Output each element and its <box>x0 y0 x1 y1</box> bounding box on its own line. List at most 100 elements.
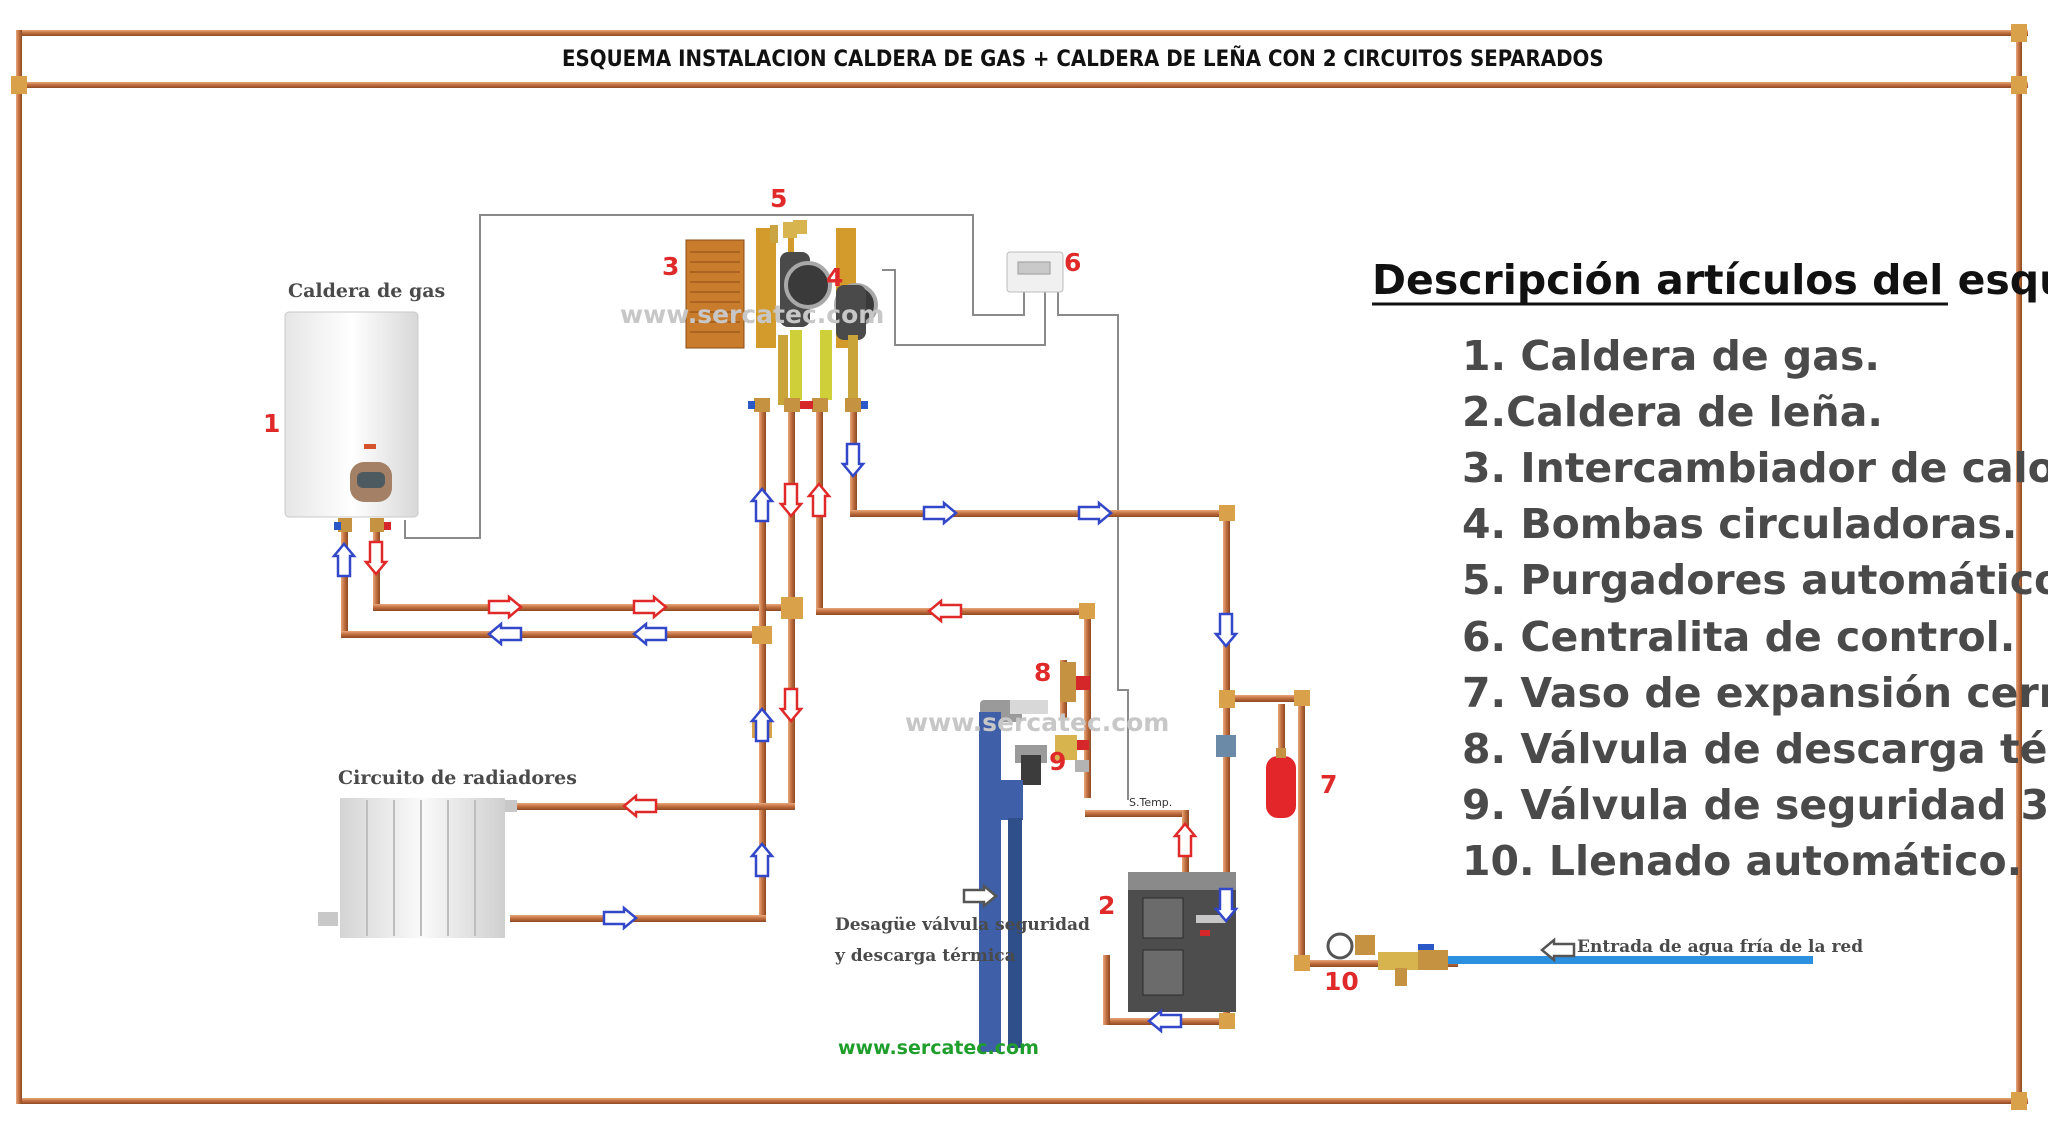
callout-6: 6 <box>1064 248 1081 277</box>
wood-boiler-badge <box>1196 915 1226 923</box>
thermal-discharge-knob <box>1076 676 1090 690</box>
manifold-pipe <box>820 330 832 400</box>
wood-boiler-logo <box>1200 930 1210 936</box>
control-unit <box>1006 251 1064 293</box>
air-vent-1 <box>770 225 778 243</box>
drain-pipe-branch <box>1001 780 1023 820</box>
filling-valve-handle <box>1418 944 1434 950</box>
frame-elbow <box>2011 24 2027 42</box>
pipe <box>341 631 771 638</box>
flow-arrow-cold <box>487 621 523 647</box>
valve-handle-blue <box>334 522 341 530</box>
flow-arrow-cold <box>749 842 775 878</box>
flow-arrow-cold <box>1213 612 1239 648</box>
gas-boiler <box>284 311 419 532</box>
frame-right-pipe <box>2016 30 2022 1104</box>
legend-item: 1. Caldera de gas. <box>1462 332 1880 380</box>
pump-2 <box>836 285 866 340</box>
callout-2: 2 <box>1098 891 1115 920</box>
legend-item: 7. Vaso de expansión cerrado. <box>1462 669 2048 717</box>
frame-bottom-pipe <box>18 1098 2028 1104</box>
pipe <box>510 915 766 922</box>
callout-9: 9 <box>1049 747 1066 776</box>
pipe <box>1085 810 1189 817</box>
legend-item: 3. Intercambiador de calor. <box>1462 444 2048 492</box>
flow-arrow-cold <box>749 707 775 743</box>
wood-boiler-upper-door <box>1142 897 1184 939</box>
radiators-label: Circuito de radiadores <box>338 767 577 789</box>
flow-arrow-hot <box>778 482 804 518</box>
legend: Descripción artículos del esquema 1. Cal… <box>1372 256 2048 885</box>
flow-arrow-hot <box>632 594 668 620</box>
pipe <box>1298 695 1305 965</box>
drain-label-line1: Desagüe válvula seguridad <box>835 915 1090 935</box>
pipe <box>1278 704 1285 759</box>
water-inlet-label: Entrada de agua fría de la red <box>1577 937 1863 957</box>
drain-outlet <box>1010 700 1048 714</box>
gas-boiler-logo <box>364 444 376 449</box>
expansion-vessel-connector <box>1276 748 1286 758</box>
manifold <box>756 228 776 348</box>
tee-fitting <box>1219 690 1235 708</box>
wire-gas-boiler <box>404 214 1025 539</box>
flow-arrow-cold <box>1077 500 1113 526</box>
flow-arrow-cold <box>602 905 638 931</box>
filling-filter-cap <box>1395 968 1407 986</box>
frame-title-pipe <box>18 82 2028 88</box>
flow-arrow-cold <box>922 500 958 526</box>
temp-sensor-label: S.Temp. <box>1129 796 1172 809</box>
pipe <box>1084 608 1091 798</box>
safety-valves <box>1055 662 1090 772</box>
flow-arrow-cold <box>749 487 775 523</box>
manifold-valves <box>748 398 868 412</box>
control-wiring <box>404 214 1129 800</box>
wood-boiler-top <box>1128 872 1236 890</box>
heat-exchanger-plates <box>690 251 740 333</box>
radiator-lockshield <box>318 912 338 926</box>
air-vent-2-cap <box>793 220 807 234</box>
valve-handle-red <box>384 522 391 530</box>
frame-top-pipe <box>18 30 2028 36</box>
wire-pumps <box>882 269 1046 346</box>
heat-exchanger <box>685 239 745 349</box>
drain-pipe-stub <box>1021 755 1041 785</box>
elbow-fitting <box>1294 690 1310 706</box>
manifold-pipe <box>790 330 802 400</box>
elbow-fitting <box>1219 505 1235 521</box>
radiator-body <box>340 798 505 938</box>
callout-7: 7 <box>1320 770 1337 799</box>
callout-3: 3 <box>662 252 679 281</box>
safety-valve-3bar <box>1055 735 1077 760</box>
legend-item: 4. Bombas circuladoras. <box>1462 500 2017 548</box>
watermark: www.sercatec.com <box>620 300 884 329</box>
flow-arrow-hot <box>778 687 804 723</box>
pipe <box>759 405 766 920</box>
safety-valve-knob <box>1077 740 1089 750</box>
frame-tee <box>11 76 27 94</box>
legend-item: 9. Válvula de seguridad 3 bar. <box>1462 781 2048 829</box>
elbow-fitting <box>1079 603 1095 619</box>
filling-ball-valve <box>1418 950 1448 970</box>
manifold-pipe <box>848 335 858 405</box>
filling-valve <box>1355 935 1375 955</box>
pointer-arrow <box>1540 937 1576 963</box>
wood-boiler-lower-door <box>1142 949 1184 996</box>
flow-arrow-hot <box>363 540 389 576</box>
gas-boiler-valve <box>338 518 352 532</box>
website-label: www.sercatec.com <box>838 1037 1039 1059</box>
flow-arrow-hot <box>806 482 832 518</box>
cold-water-inlet-pipe <box>1448 956 1813 964</box>
legend-item: 6. Centralita de control. <box>1462 613 2015 661</box>
gas-boiler-label: Caldera de gas <box>288 280 445 302</box>
flow-arrow-cold <box>1213 887 1239 923</box>
heat-exchanger-group <box>685 220 878 412</box>
frame-tee <box>2011 76 2027 94</box>
gas-boiler-valve <box>370 518 384 532</box>
filling-filter <box>1378 952 1418 970</box>
callout-10: 10 <box>1324 967 1359 996</box>
drain-label-line2: y descarga térmica <box>834 946 1016 966</box>
air-vent-1-stem <box>788 238 794 252</box>
tee-fitting <box>781 597 803 619</box>
pipe <box>373 604 788 611</box>
flow-arrows <box>331 442 1576 1034</box>
